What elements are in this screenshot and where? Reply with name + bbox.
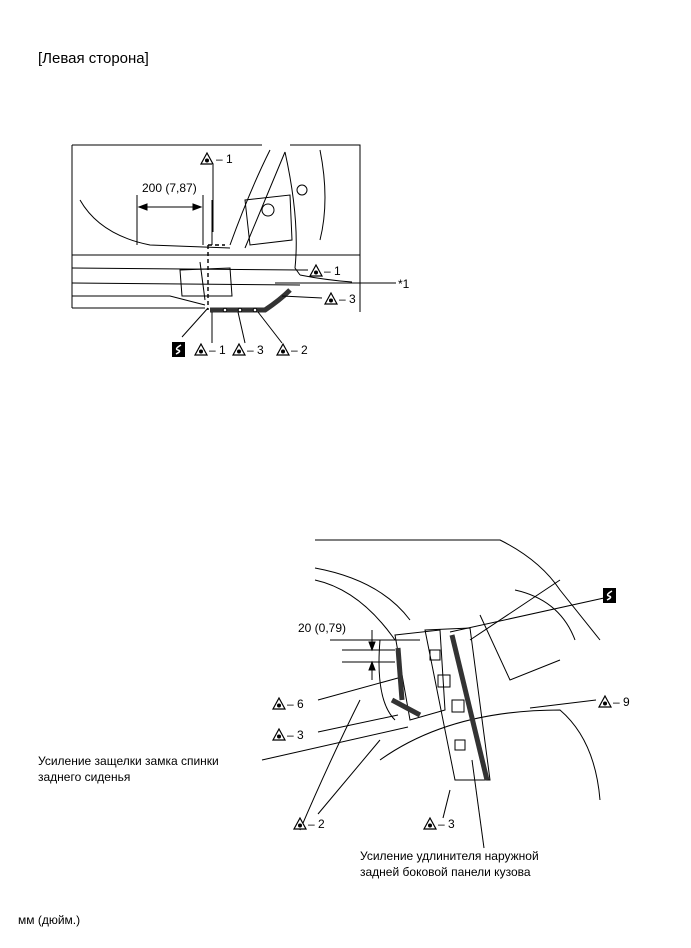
units-note: мм (дюйм.) <box>18 913 81 927</box>
callout-star: *1 <box>398 277 410 291</box>
dimension-label-lower: 20 (0,79) <box>298 621 347 635</box>
callout-3-left: – 3 <box>287 728 304 742</box>
callout-top: – 1 <box>216 152 233 166</box>
callout-bottom-3: – 3 <box>247 343 264 357</box>
page-title: [Левая сторона] <box>38 50 149 67</box>
callout-right-1: – 1 <box>324 264 341 278</box>
label-seat-latch-reinforcement: Усиление защелки замка спинки заднего си… <box>38 754 219 784</box>
callout-bottom-1: – 1 <box>209 343 226 357</box>
callout-right-3: – 3 <box>339 292 356 306</box>
callout-bottom-2: – 2 <box>291 343 308 357</box>
callout-2: – 2 <box>308 817 325 831</box>
callout-9: – 9 <box>613 695 630 709</box>
callout-6: – 6 <box>287 697 304 711</box>
dimension-label: 200 (7,87) <box>142 181 197 195</box>
label-quarter-panel-reinforcement: Усиление удлинителя наружной задней боко… <box>360 849 539 879</box>
callout-3-bottom: – 3 <box>438 817 455 831</box>
